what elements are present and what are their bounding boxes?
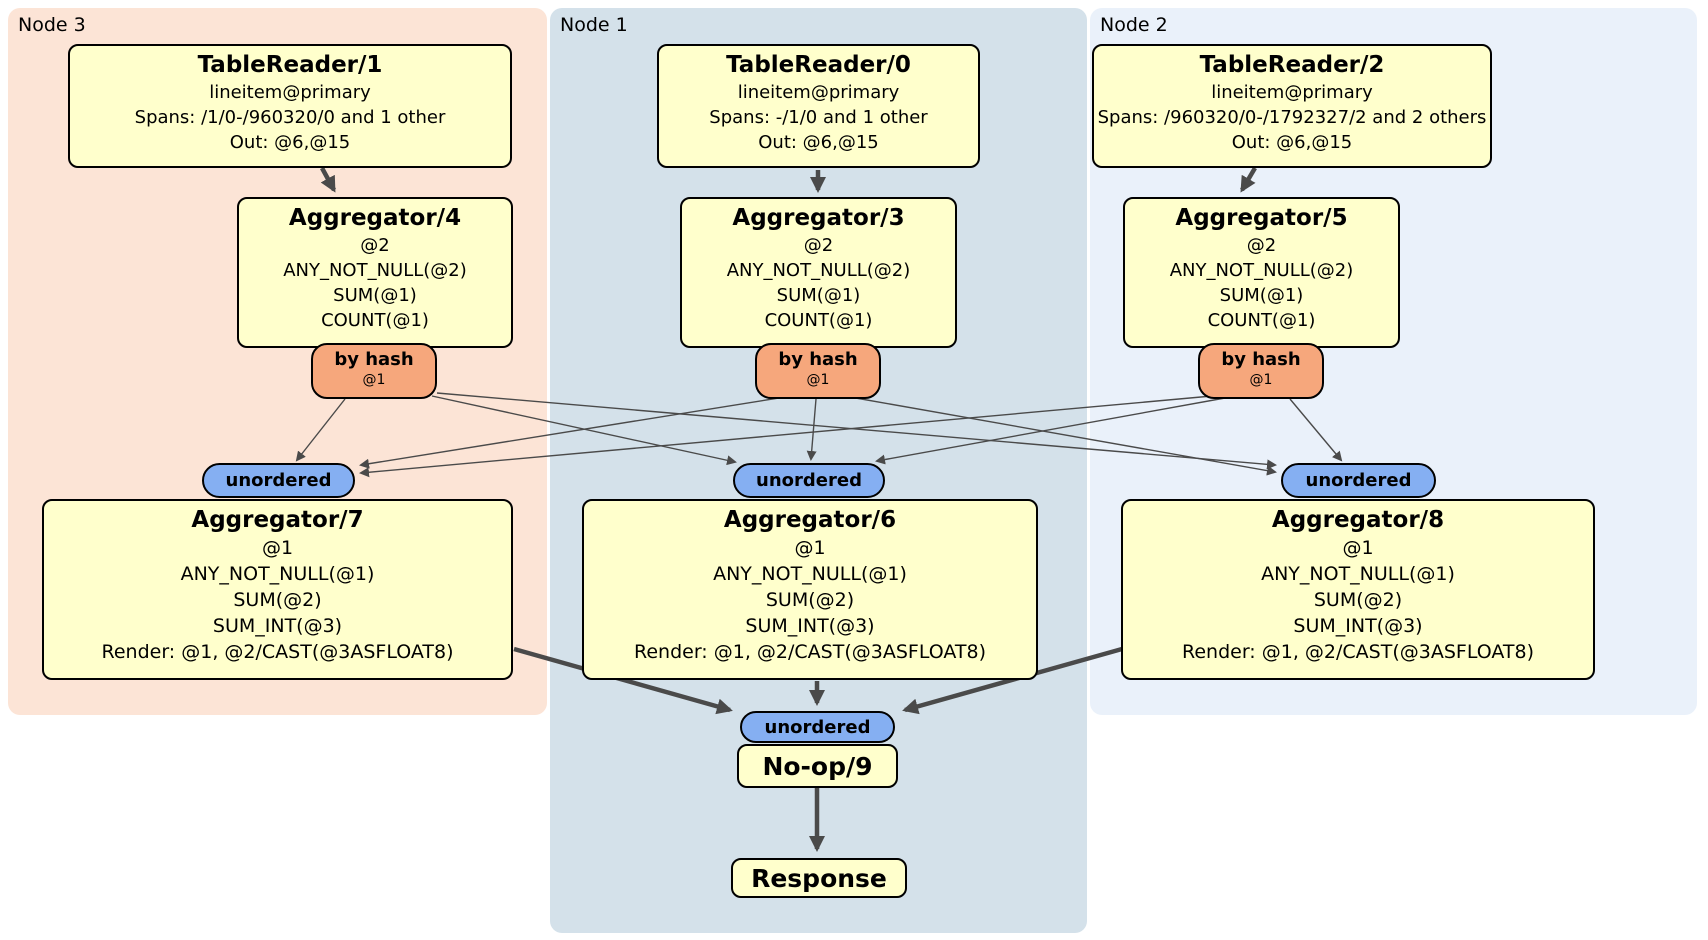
router-label: by hash (778, 349, 858, 370)
edge-router5-sync-left (359, 395, 1213, 478)
processor-detail: SUM_INT(@3) (1293, 615, 1423, 637)
sync-unordered-left: unordered (202, 463, 355, 498)
processor-detail: @2 (803, 235, 834, 256)
processor-aggregator-6: Aggregator/6 @1 ANY_NOT_NULL(@1) SUM(@2)… (582, 499, 1038, 680)
sync-unordered-right: unordered (1281, 463, 1436, 498)
processor-aggregator-3: Aggregator/3 @2 ANY_NOT_NULL(@2) SUM(@1)… (680, 197, 957, 348)
processor-detail: COUNT(@1) (321, 310, 429, 331)
processor-detail: Spans: -/1/0 and 1 other (709, 107, 928, 128)
processor-detail: ANY_NOT_NULL(@2) (283, 260, 467, 281)
hash-router-node3: by hash @1 (311, 343, 437, 399)
sync-label: unordered (1305, 470, 1412, 491)
processor-detail: ANY_NOT_NULL(@2) (1169, 260, 1354, 281)
processor-detail: SUM_INT(@3) (745, 615, 875, 637)
processor-detail: ANY_NOT_NULL(@1) (713, 563, 907, 585)
processor-detail: @1 (1342, 537, 1374, 559)
processor-title: TableReader/2 (1199, 52, 1385, 78)
processor-detail: Render: @1, @2/CAST(@3ASFLOAT8) (1182, 641, 1534, 663)
processor-title: Response (751, 863, 887, 893)
processor-tablereader-1: TableReader/1 lineitem@primary Spans: /1… (68, 44, 512, 168)
node-region-2-label: Node 2 (1100, 14, 1168, 36)
sync-label: unordered (756, 470, 862, 491)
router-detail: @1 (362, 372, 386, 388)
processor-detail: Out: @6,@15 (229, 132, 351, 153)
processor-title: TableReader/1 (197, 52, 383, 78)
processor-title: Aggregator/8 (1271, 507, 1445, 533)
processor-detail: SUM(@1) (1219, 285, 1304, 306)
edge-router4-sync-right (436, 392, 1277, 470)
processor-title: No-op/9 (762, 751, 873, 781)
edge-tr1-agg4 (320, 166, 336, 193)
processor-detail: @1 (794, 537, 826, 559)
processor-detail: SUM_INT(@3) (212, 615, 343, 637)
edge-router5-sync-right (1289, 398, 1343, 462)
processor-detail: lineitem@primary (737, 82, 900, 103)
node-region-3-label: Node 3 (18, 14, 86, 36)
processor-title: Aggregator/6 (723, 507, 897, 533)
edge-tr2-agg5 (1240, 166, 1257, 193)
processor-title: TableReader/0 (726, 52, 911, 78)
processor-tablereader-2: TableReader/2 lineitem@primary Spans: /9… (1092, 44, 1492, 168)
processor-detail: SUM(@2) (1313, 589, 1403, 611)
sync-label: unordered (225, 470, 332, 491)
processor-detail: ANY_NOT_NULL(@1) (1261, 563, 1455, 585)
processor-detail: lineitem@primary (209, 82, 371, 103)
processor-detail: Spans: /1/0-/960320/0 and 1 other (134, 107, 446, 128)
sync-label: unordered (764, 716, 871, 738)
processor-detail: @2 (360, 235, 390, 256)
processor-noop-9: No-op/9 (737, 744, 898, 788)
processor-detail: SUM(@2) (233, 589, 322, 611)
router-label: by hash (1221, 349, 1301, 370)
processor-title: Aggregator/4 (288, 205, 462, 231)
processor-aggregator-7: Aggregator/7 @1 ANY_NOT_NULL(@1) SUM(@2)… (42, 499, 513, 680)
edge-router3-sync-left (359, 396, 786, 469)
processor-detail: Out: @6,@15 (758, 132, 879, 153)
edge-router3-sync-center (806, 398, 817, 461)
processor-detail: SUM(@2) (765, 589, 855, 611)
hash-router-node2: by hash @1 (1198, 343, 1324, 399)
processor-aggregator-4: Aggregator/4 @2 ANY_NOT_NULL(@2) SUM(@1)… (237, 197, 513, 348)
edge-router4-sync-left (295, 398, 346, 462)
processor-title: Aggregator/3 (732, 205, 905, 231)
sync-unordered-center: unordered (733, 463, 885, 498)
processor-detail: SUM(@1) (776, 285, 861, 306)
processor-detail: @2 (1246, 235, 1277, 256)
processor-title: Aggregator/5 (1175, 205, 1348, 231)
processor-tablereader-0: TableReader/0 lineitem@primary Spans: -/… (657, 44, 980, 168)
processor-detail: COUNT(@1) (1207, 310, 1316, 331)
hash-router-node1: by hash @1 (755, 343, 881, 399)
processor-detail: Render: @1, @2/CAST(@3ASFLOAT8) (634, 641, 986, 663)
router-detail: @1 (806, 372, 830, 388)
node-region-1-label: Node 1 (560, 14, 628, 36)
processor-detail: ANY_NOT_NULL(@2) (726, 260, 911, 281)
router-label: by hash (334, 349, 414, 370)
processor-detail: lineitem@primary (1211, 82, 1373, 103)
edge-router5-sync-center (875, 397, 1226, 465)
processor-aggregator-5: Aggregator/5 @2 ANY_NOT_NULL(@2) SUM(@1)… (1123, 197, 1400, 348)
processor-detail: SUM(@1) (333, 285, 417, 306)
processor-detail: ANY_NOT_NULL(@1) (180, 563, 375, 585)
processor-aggregator-8: Aggregator/8 @1 ANY_NOT_NULL(@1) SUM(@2)… (1121, 499, 1595, 680)
processor-detail: Out: @6,@15 (1231, 132, 1353, 153)
sync-unordered-final: unordered (740, 711, 895, 743)
processor-detail: COUNT(@1) (764, 310, 873, 331)
response-box: Response (731, 858, 907, 898)
edge-router3-sync-right (849, 396, 1277, 476)
processor-detail: Render: @1, @2/CAST(@3ASFLOAT8) (101, 641, 454, 663)
processor-title: Aggregator/7 (191, 507, 364, 533)
router-detail: @1 (1249, 372, 1273, 388)
processor-detail: @1 (261, 537, 294, 559)
processor-detail: Spans: /960320/0-/1792327/2 and 2 others (1097, 107, 1487, 128)
